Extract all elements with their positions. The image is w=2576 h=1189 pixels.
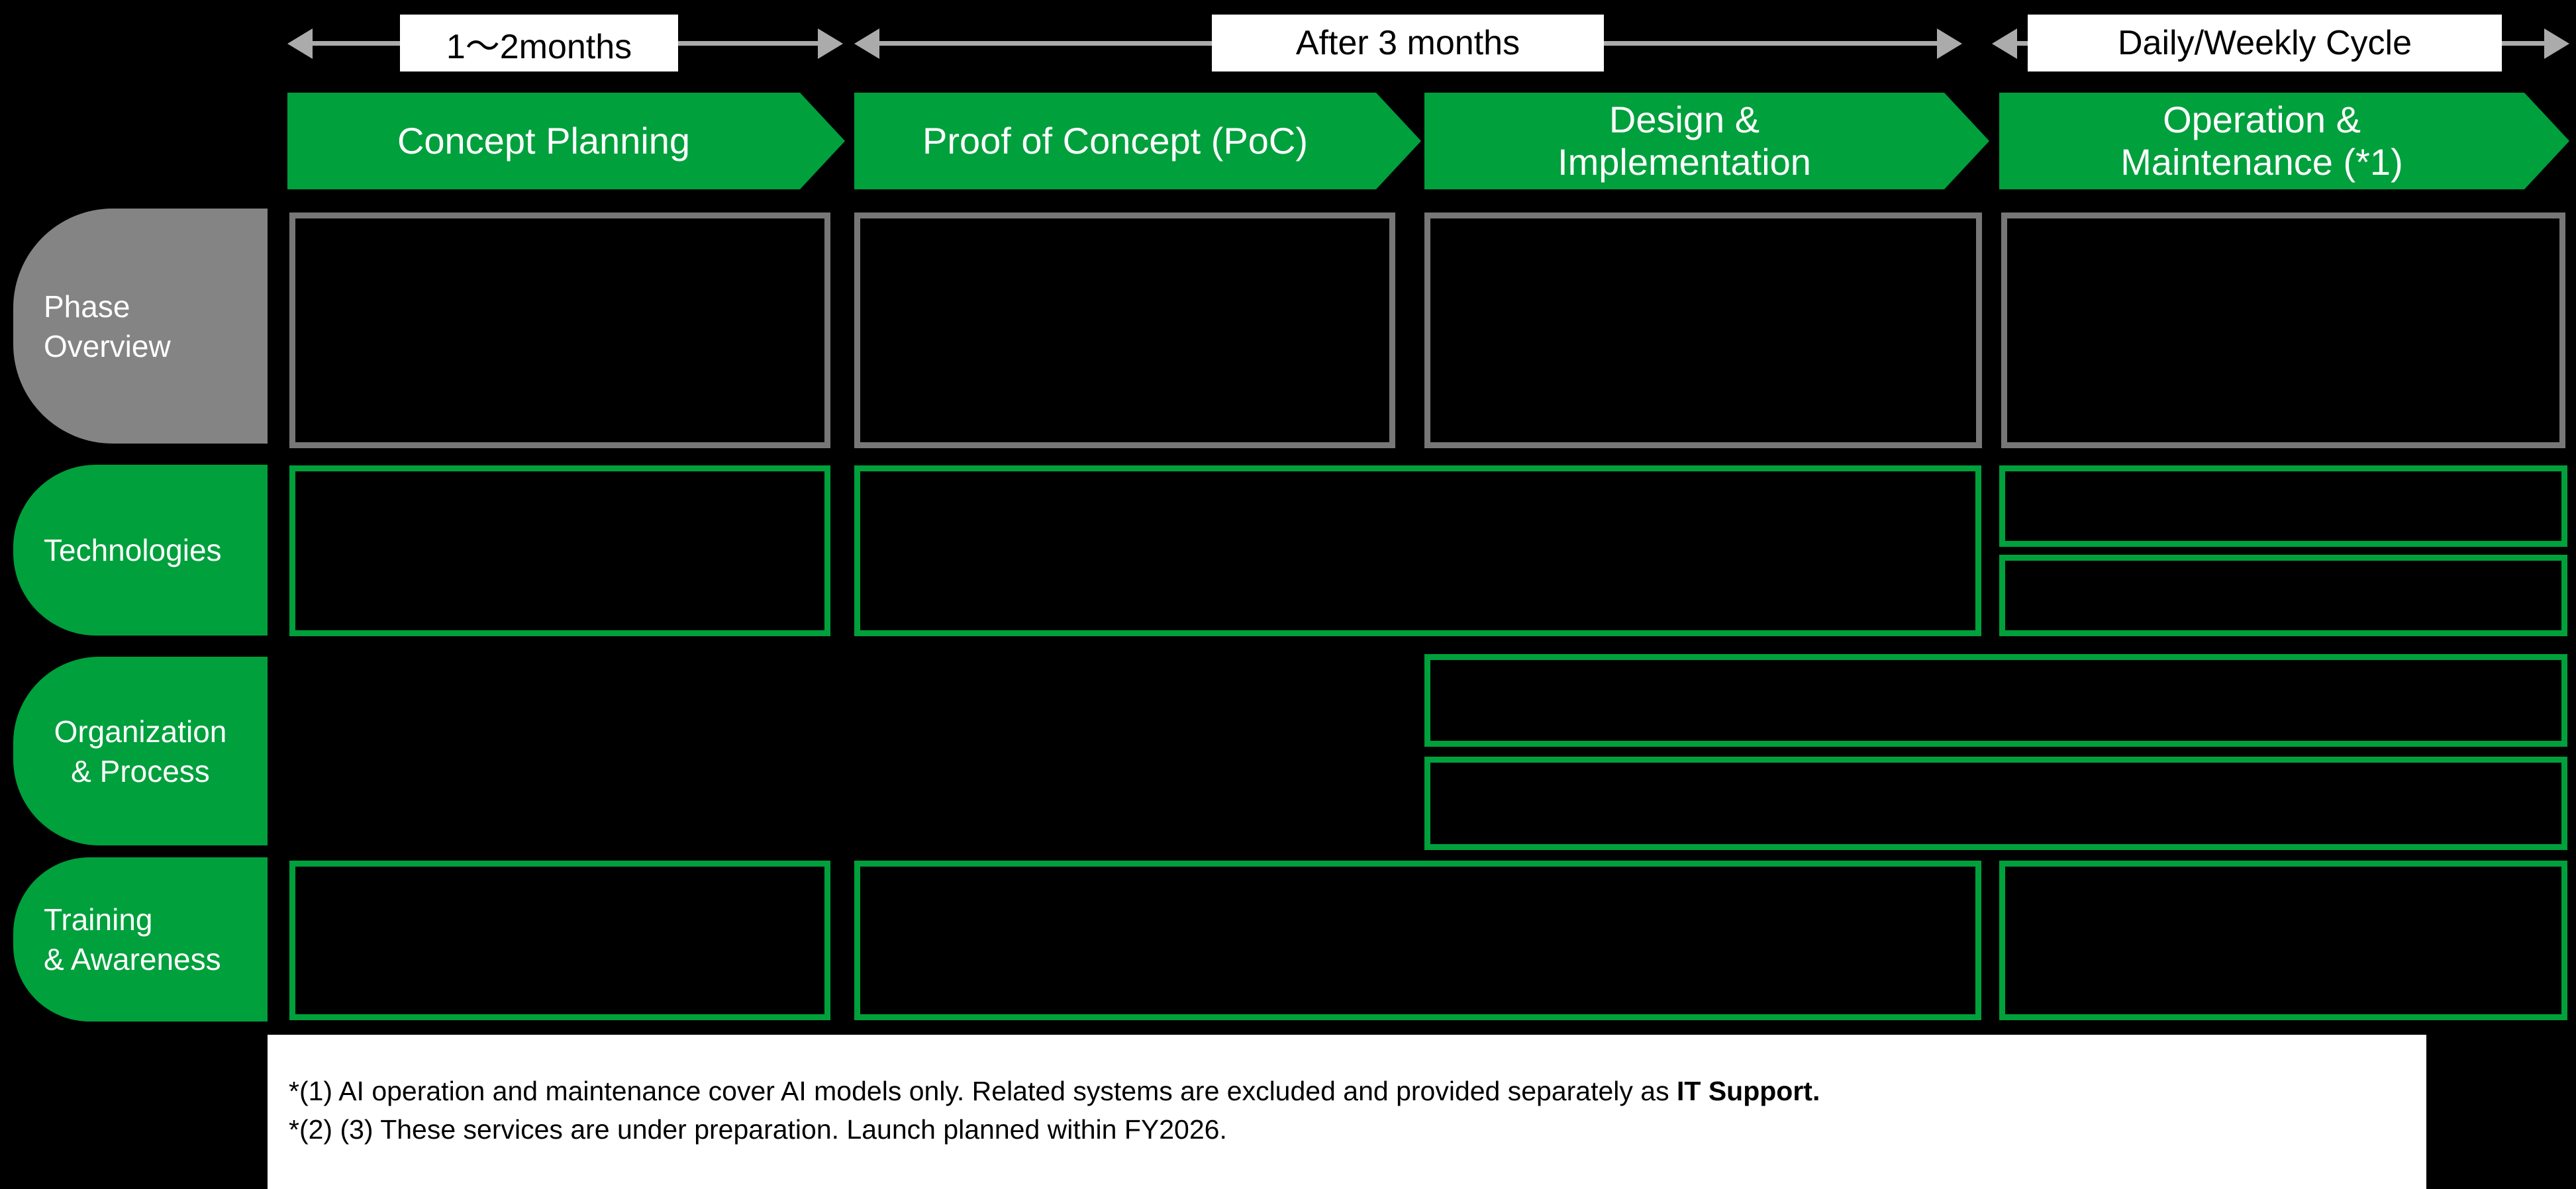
organization-box-2 [1424, 757, 2567, 850]
footnote-2-text: *(2) (3) These services are under prepar… [289, 1114, 1227, 1145]
footnote-1-bold: IT Support. [1677, 1076, 1820, 1106]
arrowhead-right-icon [818, 28, 843, 59]
phase-overview-box-4 [2001, 213, 2565, 448]
phase-overview-box-2 [854, 213, 1395, 448]
phase-label: Design & [1609, 99, 1760, 140]
arrowhead-left-icon [1992, 28, 2017, 59]
footnote-1-text: *(1) AI operation and maintenance cover … [289, 1076, 1677, 1106]
row-header-label: Technologies [44, 533, 222, 567]
technologies-box-3b [1999, 555, 2567, 636]
training-box-3 [1999, 861, 2567, 1020]
technologies-box-2 [854, 465, 1981, 636]
duration-label-1: 1〜2months [400, 15, 678, 71]
training-box-2 [854, 861, 1981, 1020]
row-header-technologies: Technologies [13, 465, 268, 636]
phase-arrow-design-implementation: Design & Implementation [1424, 93, 1989, 189]
duration-label-3: Daily/Weekly Cycle [2028, 15, 2502, 71]
row-header-label: & Awareness [44, 942, 221, 976]
phase-label: Concept Planning [397, 120, 691, 162]
row-header-phase-overview: Phase Overview [13, 209, 268, 444]
arrowhead-right-icon [2544, 28, 2569, 59]
technologies-box-1 [289, 465, 830, 636]
phase-arrow-concept-planning: Concept Planning [287, 93, 845, 189]
phase-overview-box-1 [289, 213, 830, 448]
phase-arrow-proof-of-concept: Proof of Concept (PoC) [854, 93, 1421, 189]
phase-arrow-operation-maintenance: Operation & Maintenance (*1) [1999, 93, 2569, 189]
row-header-label: & Process [71, 753, 210, 788]
phase-label: Proof of Concept (PoC) [922, 120, 1309, 162]
technologies-box-3a [1999, 465, 2567, 547]
row-header-label: Organization [54, 714, 227, 749]
arrowhead-right-icon [1937, 28, 1962, 59]
phase-overview-box-3 [1424, 213, 1982, 448]
footnote-line-1: *(1) AI operation and maintenance cover … [289, 1072, 2413, 1110]
footnote-line-2: *(2) (3) These services are under prepar… [289, 1110, 2413, 1149]
phase-label: Maintenance (*1) [2120, 141, 2403, 183]
row-header-organization-process: Organization & Process [13, 657, 268, 845]
phase-label: Operation & [2163, 99, 2361, 140]
training-box-1 [289, 861, 830, 1020]
row-header-label: Overview [44, 328, 171, 363]
organization-box-1 [1424, 654, 2567, 747]
footnote-band: *(1) AI operation and maintenance cover … [268, 1035, 2426, 1189]
arrowhead-left-icon [854, 28, 879, 59]
row-header-training-awareness: Training & Awareness [13, 857, 268, 1022]
duration-label-2: After 3 months [1212, 15, 1604, 71]
arrowhead-left-icon [287, 28, 313, 59]
row-header-label: Phase [44, 289, 130, 324]
row-header-label: Training [44, 902, 153, 937]
phase-label: Implementation [1558, 141, 1811, 183]
